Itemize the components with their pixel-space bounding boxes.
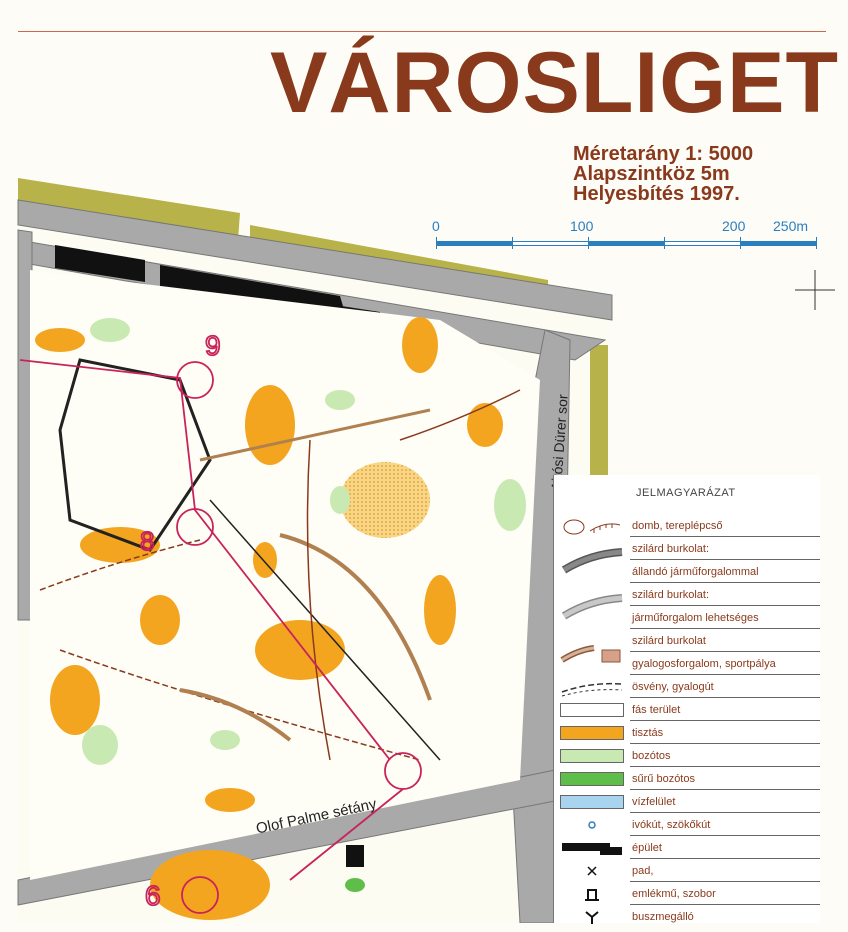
svg-text:6: 6 (145, 880, 161, 911)
legend-row: szilárd burkolat: (554, 538, 820, 574)
legend-row: szilárd burkolat: (554, 584, 820, 620)
legend-row: állandó járműforgalommal (554, 561, 820, 584)
legend-label: sűrű bozótos (632, 773, 695, 785)
legend-label: tisztás (632, 727, 664, 739)
bus-stop-icon (560, 908, 624, 927)
legend-label: szilárd burkolat (632, 635, 706, 647)
dense-undergrowth-swatch (560, 770, 624, 789)
path-icon (560, 678, 624, 697)
contour-text: Alapszintköz 5m (573, 163, 730, 185)
legend-label: állandó járműforgalommal (632, 566, 759, 578)
undergrowth-swatch (560, 747, 624, 766)
legend-row: vízfelület (554, 791, 820, 814)
legend-label: ösvény, gyalogút (632, 681, 714, 693)
scale-tick (816, 237, 817, 249)
fountain-icon (560, 816, 624, 835)
legend-row: épület (554, 837, 820, 860)
legend-row: buszmegálló (554, 906, 820, 929)
legend-row: sűrű bozótos (554, 768, 820, 791)
legend-label: domb, tereplépcső (632, 520, 723, 532)
clearings (35, 317, 503, 920)
crosshair (795, 270, 835, 310)
legend-row: ivókút, szökőkút (554, 814, 820, 837)
forest-swatch (560, 701, 624, 720)
scale-tick (740, 237, 741, 249)
clearing-swatch (560, 724, 624, 743)
svg-text:8: 8 (140, 526, 154, 556)
legend-row: fás terület (554, 699, 820, 722)
undergrowth (82, 318, 526, 765)
legend-row: domb, tereplépcső (554, 515, 820, 538)
map-info: Méretarány 1: 5000 Alapszintköz 5m Helye… (573, 144, 753, 204)
scale-seg-5 (740, 241, 816, 246)
scale-tick (512, 237, 513, 249)
scale-seg-2 (512, 241, 588, 246)
legend-label: buszmegálló (632, 911, 694, 923)
paved-road-possible-icon (560, 586, 624, 626)
legend-row: bozótos (554, 745, 820, 768)
legend-row: pad, (554, 860, 820, 883)
scale-label-200: 200 (722, 218, 746, 234)
legend-row: emlékmű, szobor (554, 883, 820, 906)
revision-text: Helyesbítés 1997. (573, 183, 740, 205)
scale-tick (664, 237, 665, 249)
scale-bar: 0 100 200 250m (430, 215, 820, 260)
hill-icon (560, 517, 624, 536)
top-rule (18, 31, 826, 32)
legend-label: fás terület (632, 704, 681, 716)
legend-label: szilárd burkolat: (632, 589, 710, 601)
scale-label-100: 100 (570, 218, 594, 234)
course: 9 8 6 (19, 329, 422, 914)
paved-pedestrian-icon (560, 632, 624, 672)
legend-label: szilárd burkolat: (632, 543, 710, 555)
legend-label: épület (632, 842, 662, 854)
scale-seg-4 (664, 241, 740, 246)
legend-panel: JELMAGYARÁZAT domb, tereplépcső szilárd … (553, 475, 820, 924)
legend-heading: JELMAGYARÁZAT (636, 487, 736, 499)
legend-label: ivókút, szökőkút (632, 819, 711, 831)
scale-seg-1 (436, 241, 512, 246)
legend-label: vízfelület (632, 796, 676, 808)
legend-label: gyalogosforgalom, sportpálya (632, 658, 776, 670)
water-swatch (560, 793, 624, 812)
building-icon (560, 839, 624, 858)
bench-icon (560, 862, 624, 881)
legend-label: emlékmű, szobor (632, 888, 716, 900)
scale-tick (588, 237, 589, 249)
park-interior (30, 270, 540, 880)
legend-row: szilárd burkolat (554, 630, 820, 663)
scale-seg-3 (588, 241, 664, 246)
scale-label-250: 250m (773, 218, 809, 234)
legend-row: járműforgalom lehetséges (554, 607, 820, 630)
legend-label: járműforgalom lehetséges (632, 612, 759, 624)
paved-road-traffic-icon (560, 540, 624, 580)
monument-icon (560, 885, 624, 904)
scale-tick (436, 237, 437, 249)
legend-row: tisztás (554, 722, 820, 745)
scale-label-0: 0 (432, 218, 440, 234)
scale-text: Méretarány 1: 5000 (573, 143, 754, 165)
svg-text:9: 9 (205, 330, 221, 361)
legend-row: ösvény, gyalogút (554, 676, 820, 699)
legend-row: gyalogosforgalom, sportpálya (554, 653, 820, 676)
legend-label: bozótos (632, 750, 671, 762)
map-title: VÁROSLIGET (270, 35, 840, 131)
legend-label: pad, (632, 865, 654, 877)
